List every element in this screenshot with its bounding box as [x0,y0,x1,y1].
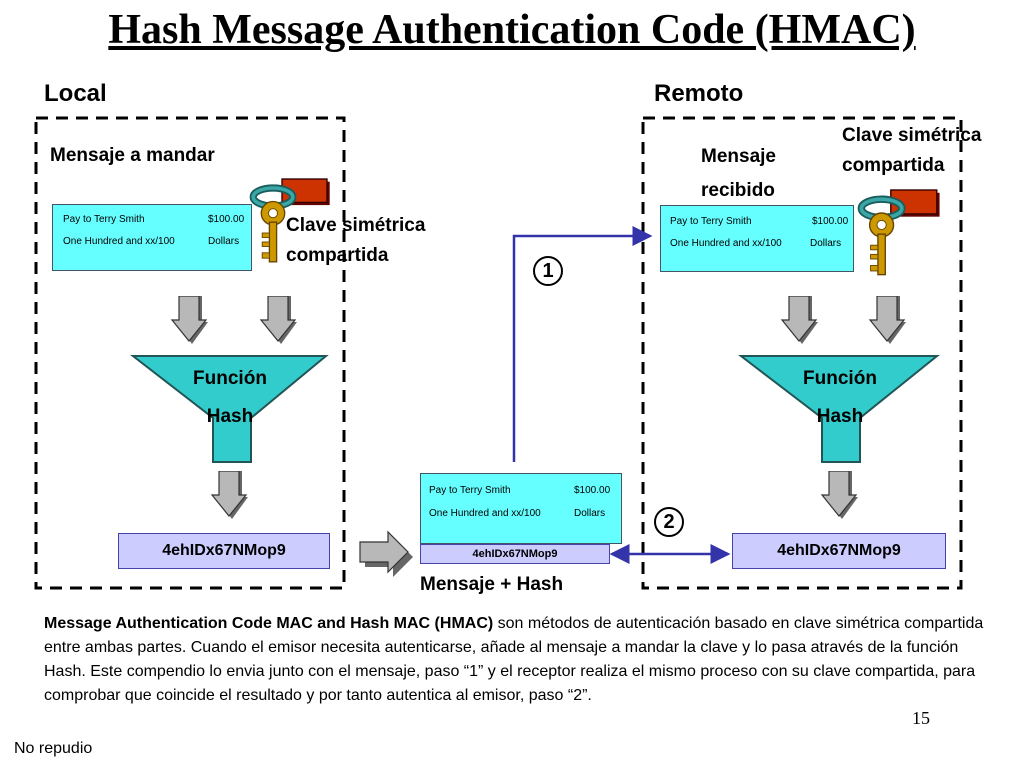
local-arrow-output [211,471,248,519]
remote-key-label-line1: Clave simétrica [842,125,982,146]
remote-hash-output: 4ehIDx67NMop9 [732,533,946,569]
check-currency: Dollars [208,236,240,247]
remote-boundary [641,116,963,590]
check-amount: $100.00 [574,485,611,496]
footer-text: No repudio [14,740,93,757]
remote-function-line1: Función [803,368,877,389]
local-key-label-line2: compartida [286,245,389,266]
remote-key-icon [861,190,939,275]
remote-hash-function-label: Función Hash [770,360,910,436]
message-plus-hash-label: Mensaje + Hash [420,574,564,595]
check-amount-words: One Hundred and xx/100 [429,508,541,519]
description-text: son métodos de autenticación basado en c… [44,615,984,704]
local-message-label: Mensaje a mandar [50,145,215,166]
remote-key-label-line2: compartida [842,155,945,176]
step-1-badge: 1 [533,256,563,286]
check-amount-words: One Hundred and xx/100 [63,236,175,247]
check-currency: Dollars [574,508,606,519]
description-paragraph: Message Authentication Code MAC and Hash… [44,612,984,708]
remote-funnel [738,355,940,463]
local-hash-function-label: Función Hash [160,360,300,436]
local-funnel [130,355,329,463]
remote-message-label-line2: recibido [701,180,775,201]
local-arrow-message [171,296,208,344]
check-payee: Pay to Terry Smith [670,216,752,227]
local-arrow-key [260,296,297,344]
check-currency: Dollars [810,238,842,249]
local-message-check: Pay to Terry Smith $100.00 One Hundred a… [52,204,252,271]
page-title: Hash Message Authentication Code (HMAC) [108,7,916,53]
description-bold: Message Authentication Code MAC and Hash… [44,615,494,632]
remote-message-check: Pay to Terry Smith $100.00 One Hundred a… [660,205,854,272]
remote-arrow-key [869,296,906,344]
remote-key-label: Clave simétrica compartida [842,121,981,181]
local-boundary [34,116,346,590]
remote-message-label-line1: Mensaje [701,146,776,167]
remote-header: Remoto [654,80,744,107]
remote-function-line2: Hash [816,406,864,427]
right-arrow-to-message [359,530,413,577]
remote-arrow-output [821,471,858,519]
check-payee: Pay to Terry Smith [63,214,145,225]
local-key-label-line1: Clave simétrica [286,215,426,236]
remote-arrow-message [781,296,818,344]
check-payee: Pay to Terry Smith [429,485,511,496]
page-number: 15 [912,708,930,728]
remote-message-label: Mensaje recibido [701,140,776,208]
local-key-label: Clave simétrica compartida [286,211,425,271]
local-hash-output: 4ehIDx67NMop9 [118,533,330,569]
middle-message-check: Pay to Terry Smith $100.00 One Hundred a… [420,473,622,544]
step-2-badge: 2 [654,507,684,537]
check-amount: $100.00 [208,214,245,225]
connector-step-1 [512,226,653,462]
local-header: Local [44,80,107,107]
check-amount-words: One Hundred and xx/100 [670,238,782,249]
middle-hash-output: 4ehIDx67NMop9 [420,544,610,564]
check-amount: $100.00 [812,216,849,227]
local-function-line1: Función [193,368,267,389]
local-function-line2: Hash [206,406,254,427]
